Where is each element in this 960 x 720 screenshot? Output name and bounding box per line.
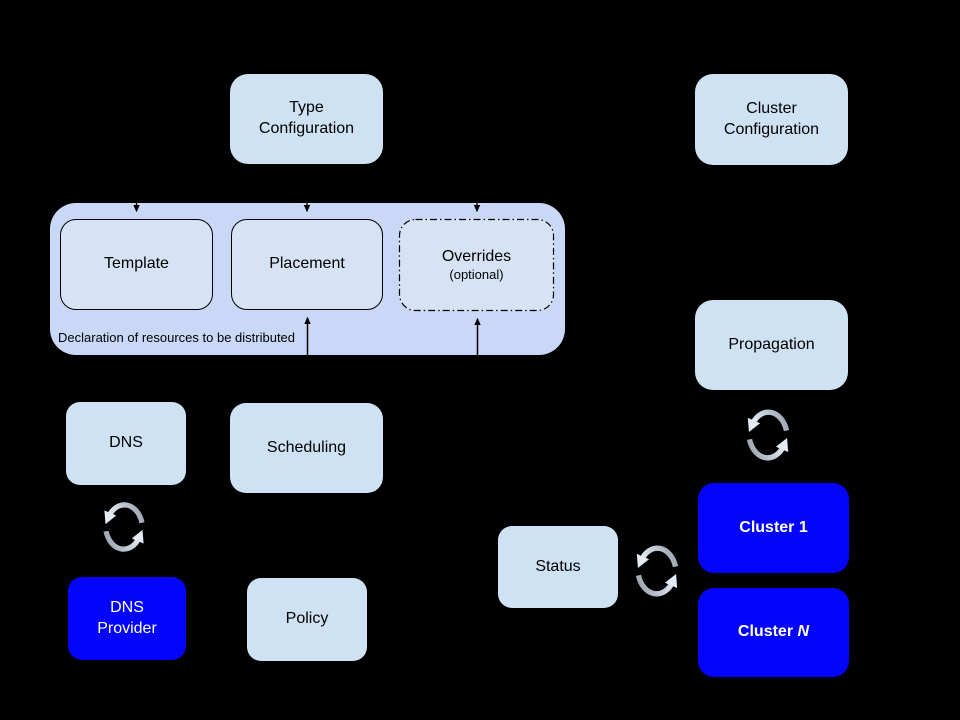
node-cluster-n-suffix: N	[797, 623, 810, 641]
node-cluster-n: Cluster N	[698, 588, 849, 677]
sync-icon-status	[638, 548, 675, 594]
node-template: Template	[60, 219, 213, 310]
node-policy: Policy	[247, 578, 367, 661]
node-placement: Placement	[231, 219, 383, 310]
node-dns-provider: DNS Provider	[68, 577, 186, 660]
sync-icon-propagation	[749, 412, 786, 458]
caption-declaration: Declaration of resources to be distribut…	[58, 330, 296, 345]
node-scheduling: Scheduling	[230, 403, 383, 493]
node-dns: DNS	[66, 402, 186, 485]
node-status: Status	[498, 526, 618, 608]
node-type-configuration: Type Configuration	[230, 74, 383, 164]
node-cluster-configuration: Cluster Configuration	[695, 74, 848, 165]
node-overrides: Overrides (optional)	[399, 219, 554, 311]
node-overrides-label: Overrides	[441, 248, 512, 266]
sync-icon-dns	[106, 505, 142, 549]
node-propagation: Propagation	[695, 300, 848, 390]
node-cluster-1: Cluster 1	[698, 483, 849, 573]
node-cluster-n-prefix: Cluster	[737, 623, 798, 641]
node-overrides-sublabel: (optional)	[449, 266, 504, 282]
